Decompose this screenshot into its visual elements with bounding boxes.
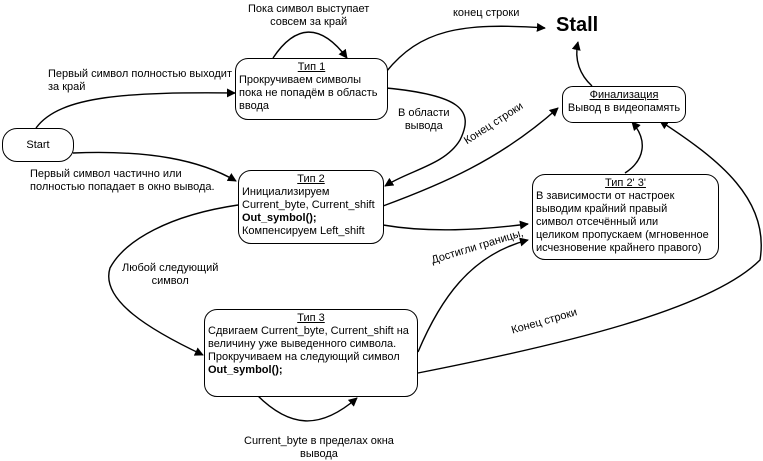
label-type1-loop: Пока символ выступает совсем за край xyxy=(248,3,369,29)
node-type3-line: Прокручиваем на следующий символ xyxy=(208,351,400,363)
edge-type3-to-final xyxy=(417,120,762,374)
edge-start-to-type1 xyxy=(35,88,236,129)
node-type2-title: Тип 2 xyxy=(297,173,325,185)
edge-type23p-to-final xyxy=(624,121,643,174)
node-type3-line: Out_symbol(); xyxy=(208,364,283,376)
node-stall[interactable]: Stall xyxy=(556,14,599,36)
node-type2-line: Out_symbol(); xyxy=(242,212,317,224)
node-final-title: Финализация xyxy=(589,89,659,101)
node-type23p-title: Тип 2' 3' xyxy=(605,177,646,189)
edge-type3-loop xyxy=(256,394,358,422)
label-line: В области xyxy=(398,107,450,119)
edge-type3-to-type23p xyxy=(417,237,529,353)
label-line: Первый символ полностью выходит xyxy=(48,68,232,80)
node-type1-line: Прокручиваем символы xyxy=(239,74,362,86)
node-type23p-line: выводим крайний правый xyxy=(536,203,668,215)
node-type2-line: Компенсируем Left_shift xyxy=(242,225,365,237)
label-line: Current_byte в пределах окна xyxy=(244,435,394,447)
label-type3-loop: Current_byte в пределах окна вывода xyxy=(244,435,394,461)
node-final-line: Вывод в видеопамять xyxy=(567,102,681,114)
node-type1-line: пока не попадём в область xyxy=(239,87,378,99)
node-type3[interactable]: Тип 3 Сдвигаем Current_byte, Current_shi… xyxy=(204,309,418,397)
label-line: Пока символ выступает xyxy=(248,3,370,15)
edge-type1-to-type2 xyxy=(384,87,466,187)
label-line: Первый символ частично или xyxy=(30,168,182,180)
node-type23p[interactable]: Тип 2' 3' В зависимости от настроек выво… xyxy=(532,174,719,260)
node-type1[interactable]: Тип 1 Прокручиваем символы пока не попад… xyxy=(235,58,388,120)
node-type2-line: Инициализируем xyxy=(242,186,330,198)
label-type1-to-stall: конец строки xyxy=(453,7,520,19)
node-type3-line: величину уже выведенного символа. xyxy=(208,338,397,350)
edge-start-to-type2 xyxy=(72,151,237,182)
node-type2-line: Current_byte, Current_shift xyxy=(242,199,375,211)
edge-type2-to-final xyxy=(382,107,559,207)
node-type23p-line: символ отсечённый или xyxy=(536,216,659,228)
label-line: символ xyxy=(151,275,189,287)
node-type23p-line: В зависимости от настроек xyxy=(536,190,675,202)
label-type1-to-type2: В области вывода xyxy=(398,107,450,133)
label-start-to-type1: Первый символ полностью выходит за край xyxy=(48,68,232,94)
node-type23p-line: целиком пропускаем (мгновенное xyxy=(536,229,709,241)
label-line: за край xyxy=(48,81,86,93)
edge-type2-to-type3 xyxy=(108,204,239,356)
node-type2[interactable]: Тип 2 Инициализируем Current_byte, Curre… xyxy=(238,170,384,244)
label-line: полностью попадает в окно вывода. xyxy=(30,181,215,193)
node-type1-line: ввода xyxy=(239,100,269,112)
node-type3-line: Сдвигаем Current_byte, Current_shift на xyxy=(208,325,409,337)
node-type3-title: Тип 3 xyxy=(297,312,325,324)
label-line: вывода xyxy=(300,448,338,460)
label-line: вывода xyxy=(404,120,443,132)
node-type23p-line: исчезновение крайнего правого) xyxy=(536,242,702,254)
edge-type2-to-type23p xyxy=(382,220,529,231)
edge-type1-loop xyxy=(272,31,348,59)
node-start-label: Start xyxy=(26,139,50,151)
edge-final-to-stall xyxy=(571,41,593,87)
node-type1-title: Тип 1 xyxy=(297,61,326,73)
label-line: Любой следующий xyxy=(122,262,219,274)
label-type2-to-type3: Любой следующий символ xyxy=(122,262,218,288)
label-start-to-type2: Первый символ частично или полностью поп… xyxy=(30,168,215,194)
edge-type1-to-stall xyxy=(385,22,546,73)
label-line: совсем за край xyxy=(270,16,348,28)
node-final[interactable]: Финализация Вывод в видеопамять xyxy=(562,86,686,123)
node-start[interactable]: Start xyxy=(2,128,74,162)
